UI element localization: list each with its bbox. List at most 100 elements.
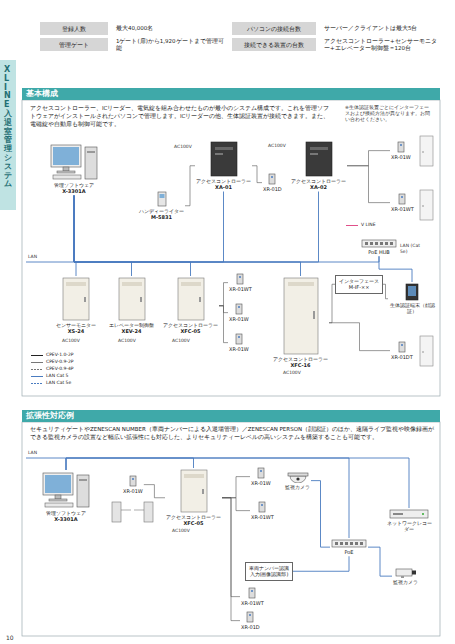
table-cell: パソコンの接続台数	[232, 22, 316, 35]
table-cell: 接続できる装置の台数	[232, 38, 316, 51]
legend-sample	[345, 223, 359, 228]
device-name: 管理ソフトウェア	[41, 510, 91, 516]
side-tab	[0, 60, 16, 210]
legend-text: CPEV-0.9-2P	[46, 359, 74, 365]
card-reader-icon	[235, 303, 243, 315]
power-label: AC100V	[62, 338, 80, 344]
model-number: XEV-24	[109, 328, 154, 334]
lan-cable	[74, 196, 191, 277]
cabinet-box: アクセスコントローラーXFC-05	[162, 276, 219, 336]
card-reader-icon	[235, 333, 243, 345]
hub-box: PoE HUB	[360, 238, 398, 256]
device-name: 監視カメラ	[393, 579, 418, 585]
controller-box-icon	[305, 141, 333, 177]
computer: 管理ソフトウェアX-3301A	[40, 470, 92, 524]
device-name: エレベーター制御盤	[109, 322, 154, 328]
signal-wire	[347, 166, 390, 203]
device-name: 生体認証端末（顔認証）	[389, 302, 435, 315]
legend-item: LAN Cat 5e	[30, 380, 71, 386]
legend-text: V LINE	[361, 222, 376, 228]
model-number: XS-24	[56, 328, 96, 334]
face-terminal-icon	[405, 283, 419, 301]
lan-label: LAN	[28, 254, 37, 260]
camera: 監視カメラ	[392, 566, 419, 586]
cabinet-box: アクセスコントローラーXFC-05	[165, 468, 222, 528]
lan-cable	[74, 192, 319, 263]
lan-stub	[26, 262, 74, 263]
signal-wire	[219, 283, 228, 306]
signal-wire	[329, 323, 390, 351]
model-number: M-5831	[139, 214, 184, 220]
table-cell: 1ゲート(扉)から1,920ゲートまで管理可能	[116, 38, 228, 52]
cabinet-box: センサーモニターXS-24	[55, 276, 97, 336]
cabinet-box-icon	[118, 277, 146, 321]
signal-wire	[219, 306, 228, 343]
lan-cable	[74, 196, 379, 263]
device-name: ハンディーライター	[139, 208, 184, 214]
handy-writer-icon	[156, 191, 168, 207]
lan-cable	[311, 481, 330, 548]
device-name: アクセスコントローラー	[291, 178, 346, 184]
lan-cable	[74, 192, 224, 263]
signal-wire	[252, 166, 262, 183]
card-reader-icon	[398, 193, 406, 205]
legend-text: CPEV-1.0-2P	[46, 352, 74, 358]
legend-sample	[30, 381, 44, 386]
device-name: アクセスコントローラー	[163, 322, 218, 328]
device-name: XR-01D	[241, 624, 260, 630]
device-name: アクセスコントローラー	[196, 178, 251, 184]
lan-cable	[74, 196, 132, 277]
device-name: XR-01D	[263, 186, 282, 192]
lan-cable	[379, 256, 412, 282]
card-reader: XR-01W	[228, 332, 250, 353]
card-reader: XR-01WT	[390, 192, 415, 213]
device-name: 車両ナンバー認識	[249, 565, 289, 571]
model-number: X-3301A	[41, 516, 91, 522]
side-tab-text: XLINE 入退室管理システム	[4, 66, 12, 189]
signal-wire	[222, 477, 250, 498]
card-reader: XR-01W	[250, 466, 272, 487]
recorder-box: ネットワークレコーダー	[384, 508, 434, 534]
card-reader-icon	[129, 475, 137, 487]
legend-item: CPEV-1.0-2P	[30, 352, 74, 358]
section-frame	[22, 100, 440, 396]
legend-text: LAN Cat 5	[46, 373, 68, 379]
controller-box-icon	[210, 141, 238, 177]
card-reader: XR-01W	[228, 302, 250, 323]
device-name: ネットワークレコーダー	[385, 520, 433, 533]
device-name: XR-01W	[123, 488, 143, 494]
page-number: 10	[6, 634, 14, 642]
cabinet-box-icon	[177, 277, 205, 321]
model-number: XFC-16	[273, 362, 328, 368]
table-cell: サーバー／クライアントは最大5台	[324, 25, 418, 32]
device-name: XR-01W	[229, 346, 249, 352]
cabinet-box: アクセスコントローラーXFC-16	[272, 276, 329, 370]
hub-box-icon	[361, 239, 397, 248]
legend-text: CPEV-0.9-4P	[46, 366, 74, 372]
card-reader: XR-01WT	[240, 586, 265, 607]
model-number: 入力(画像認識部)	[249, 571, 289, 577]
card-reader: XR-01W	[122, 474, 144, 495]
device-name: アクセスコントローラー	[166, 514, 221, 520]
card-reader: XR-01WT	[250, 500, 275, 521]
cabinet-box-icon	[62, 277, 90, 321]
face-terminal: 生体認証端末（顔認証）	[388, 282, 436, 316]
controller-box: アクセスコントローラーXA-02	[290, 140, 347, 192]
legend-sample	[30, 367, 44, 372]
legend-sample	[30, 353, 44, 358]
table-cell: 最大40,000名	[116, 25, 153, 32]
table-cell: 登録人数	[40, 22, 108, 35]
section-heading: 拡張性対応例	[22, 410, 440, 422]
body-text: アクセスコントローラー、ICリーダー、電気錠を組み合わせたものが最小のシステム構…	[30, 105, 335, 129]
card-reader: XR-01D	[262, 172, 283, 193]
device-name: XR-01W	[391, 154, 411, 160]
legend-item: LAN Cat 5	[30, 373, 68, 379]
legend-item: V LINE	[345, 222, 376, 228]
device-name: XR-01WT	[241, 600, 264, 606]
signal-wire	[383, 284, 388, 299]
device-name: アクセスコントローラー	[273, 356, 328, 362]
legend-sample	[30, 360, 44, 365]
power-label: AC100V	[268, 143, 286, 149]
legend-item: CPEV-0.9-2P	[30, 359, 74, 365]
